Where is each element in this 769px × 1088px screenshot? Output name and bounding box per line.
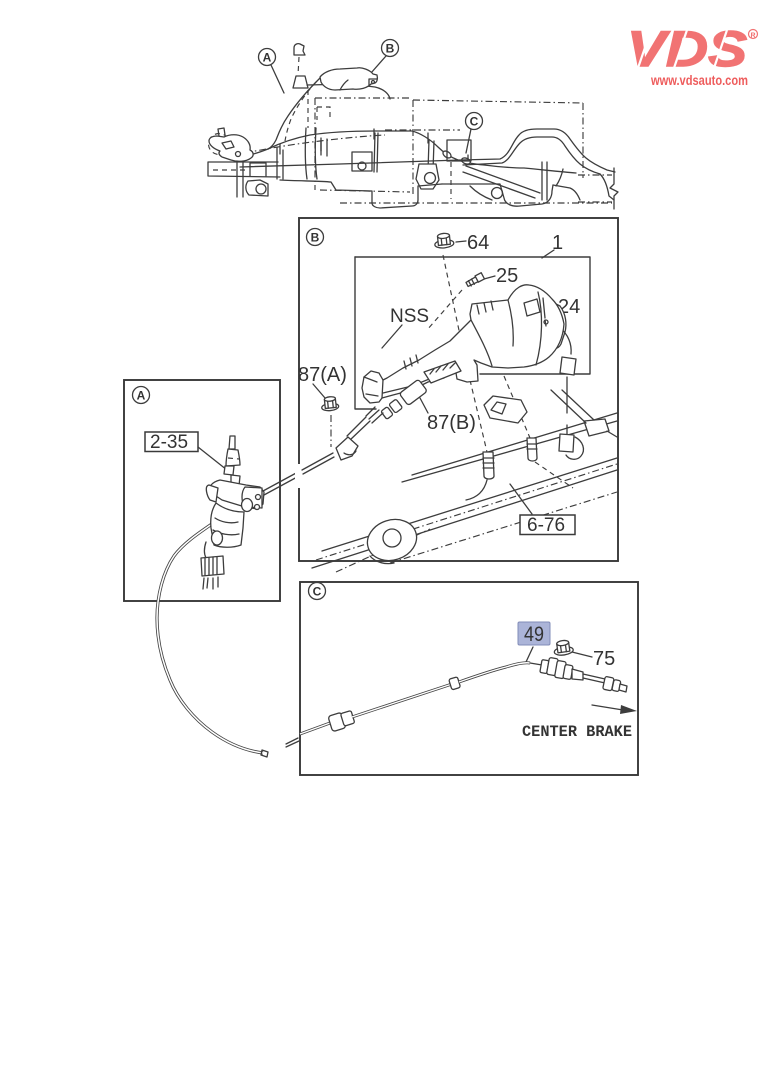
svg-text:2-35: 2-35	[150, 432, 188, 453]
svg-text:NSS: NSS	[390, 306, 429, 327]
svg-text:R: R	[751, 33, 756, 40]
svg-text:A: A	[263, 51, 272, 65]
svg-text:87(A): 87(A)	[298, 364, 347, 386]
svg-text:C: C	[313, 585, 322, 599]
svg-text:CENTER BRAKE: CENTER BRAKE	[522, 723, 632, 741]
svg-text:www.vdsauto.com: www.vdsauto.com	[650, 73, 748, 88]
svg-text:64: 64	[467, 232, 489, 254]
svg-text:6-76: 6-76	[527, 515, 565, 536]
svg-text:49: 49	[524, 623, 544, 646]
svg-text:1: 1	[552, 232, 563, 254]
svg-text:A: A	[137, 389, 146, 403]
svg-text:25: 25	[496, 265, 518, 287]
svg-text:87(B): 87(B)	[427, 412, 476, 434]
svg-text:75: 75	[593, 648, 615, 670]
svg-text:C: C	[470, 115, 479, 129]
svg-text:B: B	[386, 42, 395, 56]
svg-text:B: B	[311, 231, 320, 245]
